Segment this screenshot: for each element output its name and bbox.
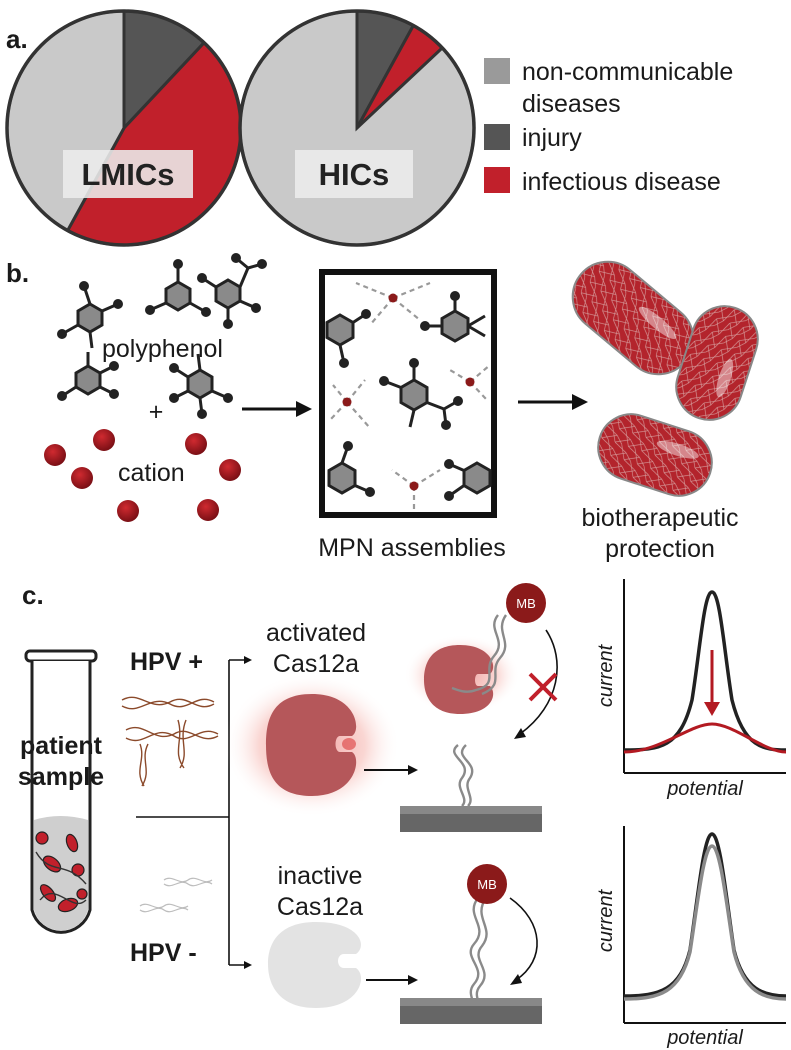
activated-cas12a-icon: [266, 694, 357, 796]
patient-label-2: sample: [18, 763, 104, 791]
molecule-4: [57, 352, 119, 401]
hpv-positive-label: HPV +: [130, 648, 203, 676]
pie-outline: [238, 9, 476, 247]
x-axis-label-top: potential: [666, 778, 743, 800]
activated-label-1: activated: [266, 619, 366, 647]
pie-tag-lmics: LMICs: [82, 157, 175, 192]
mb-redox-tag-lower: [467, 864, 507, 904]
bio-label-1: biotherapeutic: [581, 504, 738, 532]
mb-redox-tag-upper: [506, 583, 546, 623]
molecule-2: [145, 259, 211, 317]
voltammogram-hpv-negative: current potential: [595, 826, 787, 1049]
pie-tag-hics-box: HICs: [295, 150, 413, 198]
branch-lines: [136, 656, 252, 969]
arrow-to-mpn: [242, 401, 312, 417]
plus-sign: +: [149, 398, 164, 426]
arrow-to-protection: [518, 394, 588, 410]
blocked-x-icon: [528, 672, 558, 702]
legend-swatch-injury: [484, 124, 510, 150]
panel-b-letter: b.: [6, 258, 29, 288]
molecule-3: [197, 253, 267, 329]
cation-label: cation: [118, 459, 185, 487]
cut-strand-stub: [453, 744, 474, 807]
legend-label-ncd-2: diseases: [522, 90, 621, 118]
polyphenol-molecules: [57, 253, 267, 419]
legend-swatch-ncd: [484, 58, 510, 84]
arrow-signal: [509, 897, 538, 981]
legend-swatch-infectious: [484, 167, 510, 193]
y-axis-label-top: current: [595, 643, 617, 707]
pie-chart-hics: [238, 9, 476, 247]
mb-label-lower: MB: [477, 877, 497, 892]
legend-label-infectious: infectious disease: [522, 168, 721, 196]
dna-hpv-positive: [121, 696, 219, 787]
pie-tag-lmics-box: LMICs: [63, 150, 193, 198]
patient-label-1: patient: [20, 732, 103, 760]
bio-label-2: protection: [605, 535, 715, 563]
arrow-blocked: [519, 629, 558, 735]
coated-cells: [571, 260, 759, 497]
hpv-negative-label: HPV -: [130, 939, 197, 967]
mb-label-upper: MB: [516, 596, 536, 611]
test-tube: [24, 649, 98, 934]
molecule-1: [57, 281, 123, 349]
activated-cas12a-cutting-icon: [424, 645, 494, 714]
panel-a-letter: a.: [6, 24, 28, 54]
inactive-cas12a-icon: [268, 922, 362, 1008]
legend: non-communicable diseases injury infecti…: [484, 58, 733, 196]
mpn-label: MPN assemblies: [318, 534, 506, 562]
panel-c-letter: c.: [22, 580, 44, 610]
inactive-label-1: inactive: [278, 862, 363, 890]
y-axis-label-bottom: current: [595, 888, 617, 952]
legend-label-injury: injury: [522, 124, 582, 152]
dna-hpv-negative: [139, 877, 213, 913]
mpn-assembly-box: [319, 269, 497, 518]
molecule-5: [169, 353, 233, 419]
pie-chart-lmics: [5, 9, 243, 247]
inactive-label-2: Cas12a: [277, 893, 363, 921]
cation-particles: [44, 429, 241, 522]
voltammogram-hpv-positive: current potential: [595, 579, 787, 800]
legend-label-ncd-1: non-communicable: [522, 58, 733, 86]
probe-strand-cut: [451, 614, 508, 696]
pie-tag-hics: HICs: [319, 157, 390, 192]
polyphenol-label: polyphenol: [102, 335, 223, 363]
x-axis-label-bottom: potential: [666, 1027, 743, 1049]
